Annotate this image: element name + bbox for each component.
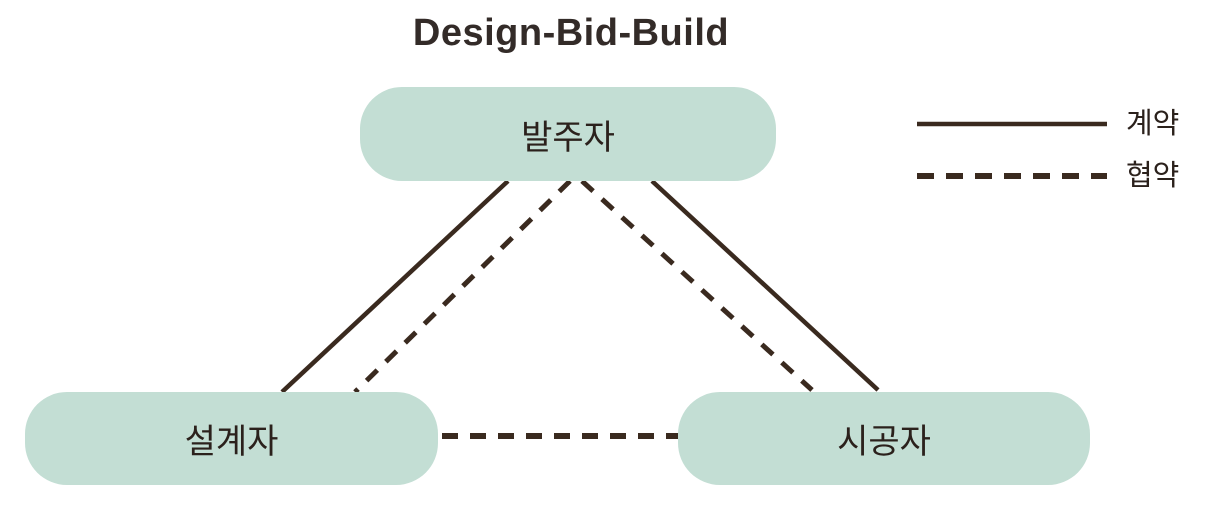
owner-designer-contract-line — [280, 179, 510, 394]
owner-designer-agreement-line — [353, 179, 572, 394]
node-owner: 발주자 — [360, 87, 776, 181]
legend-contract-label: 계약 — [1126, 108, 1180, 140]
owner-contractor-agreement-line — [580, 179, 814, 392]
diagram-title: Design-Bid-Build — [412, 12, 730, 54]
node-designer-label: 설계자 — [184, 423, 279, 461]
node-designer: 설계자 — [25, 392, 438, 485]
node-contractor-label: 시공자 — [837, 423, 931, 461]
legend-agreement-label: 협약 — [1126, 160, 1180, 192]
node-contractor: 시공자 — [678, 392, 1090, 485]
node-owner-label: 발주자 — [521, 118, 615, 157]
owner-contractor-contract-line — [650, 179, 880, 392]
